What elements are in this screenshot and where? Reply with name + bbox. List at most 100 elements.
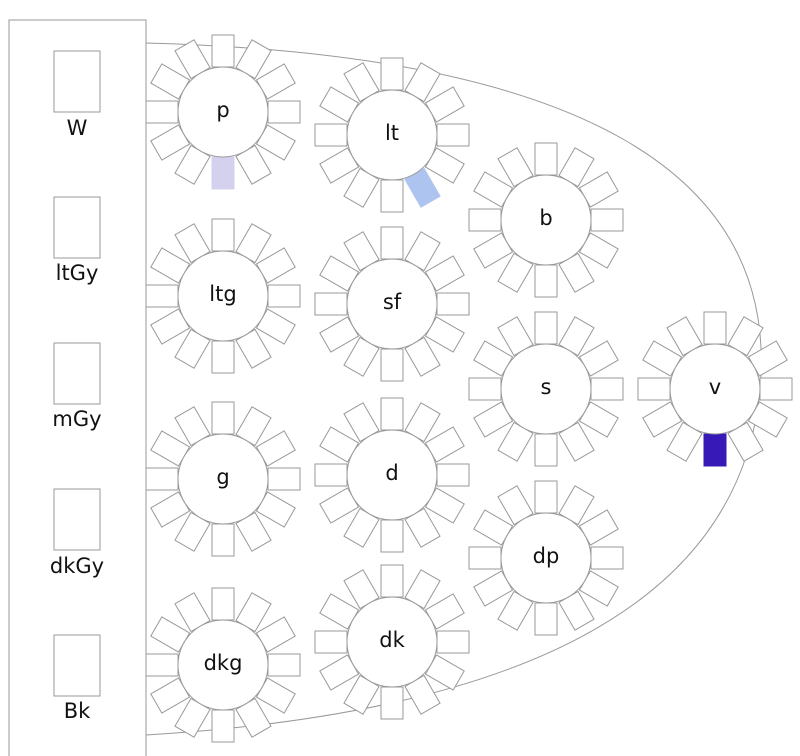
table-label: b xyxy=(539,206,552,230)
seat[interactable] xyxy=(534,264,558,298)
seat[interactable] xyxy=(534,480,558,514)
table-s[interactable]: s xyxy=(468,311,624,467)
seat-highlighted[interactable] xyxy=(703,433,727,467)
seat[interactable] xyxy=(267,653,301,677)
swatch-ltgy-label: ltGy xyxy=(56,261,99,285)
seat[interactable] xyxy=(314,292,348,316)
table-dkg[interactable]: dkg xyxy=(145,587,301,743)
seat[interactable] xyxy=(211,218,235,252)
seat[interactable] xyxy=(314,123,348,147)
table-label: sf xyxy=(383,290,402,314)
table-label: v xyxy=(709,375,721,399)
swatch-mgy-box xyxy=(53,342,101,405)
table-g[interactable]: g xyxy=(145,401,301,557)
swatch-ltgy-box xyxy=(53,196,101,259)
table-label: g xyxy=(216,465,229,489)
seat[interactable] xyxy=(759,377,793,401)
seat[interactable] xyxy=(703,311,727,345)
table-lt[interactable]: lt xyxy=(314,57,470,213)
table-top xyxy=(177,619,269,711)
swatch-ltgy[interactable]: ltGy xyxy=(53,196,101,285)
seat[interactable] xyxy=(534,433,558,467)
seat[interactable] xyxy=(436,630,470,654)
swatch-dkgy-box xyxy=(53,488,101,551)
swatch-w[interactable]: W xyxy=(53,50,101,140)
seat[interactable] xyxy=(436,123,470,147)
seat[interactable] xyxy=(211,523,235,557)
seat[interactable] xyxy=(380,348,404,382)
seat-highlighted[interactable] xyxy=(211,156,235,190)
tables: p lt b ltg sf s v g d dp dkg dk xyxy=(145,34,793,743)
seat[interactable] xyxy=(534,602,558,636)
seat[interactable] xyxy=(314,463,348,487)
seat[interactable] xyxy=(211,340,235,374)
seat[interactable] xyxy=(145,284,179,308)
seat[interactable] xyxy=(468,377,502,401)
table-top xyxy=(177,250,269,342)
swatch-bk-label: Bk xyxy=(64,699,91,723)
table-label: ltg xyxy=(209,282,236,306)
table-label: d xyxy=(385,461,398,485)
seat[interactable] xyxy=(590,546,624,570)
seat[interactable] xyxy=(145,100,179,124)
table-top xyxy=(346,429,438,521)
table-label: dkg xyxy=(204,651,243,675)
swatch-mgy[interactable]: mGy xyxy=(52,342,102,431)
table-label: p xyxy=(216,98,229,122)
table-b[interactable]: b xyxy=(468,142,624,298)
seat[interactable] xyxy=(468,208,502,232)
seat[interactable] xyxy=(211,587,235,621)
table-label: dp xyxy=(533,544,560,568)
table-top xyxy=(177,66,269,158)
seat[interactable] xyxy=(637,377,671,401)
table-p[interactable]: p xyxy=(145,34,301,190)
swatch-w-label: W xyxy=(67,116,88,140)
seat[interactable] xyxy=(211,709,235,743)
table-dk[interactable]: dk xyxy=(314,564,470,720)
seat[interactable] xyxy=(267,284,301,308)
seat[interactable] xyxy=(468,546,502,570)
table-top xyxy=(177,433,269,525)
legend-swatches: W ltGy mGy dkGy Bk xyxy=(50,50,104,723)
table-d[interactable]: d xyxy=(314,397,470,553)
swatch-bk-box xyxy=(53,634,101,697)
seat[interactable] xyxy=(590,377,624,401)
swatch-w-box xyxy=(53,50,101,113)
table-label: dk xyxy=(379,628,405,652)
swatch-dkgy-label: dkGy xyxy=(50,554,104,578)
table-top xyxy=(500,343,592,435)
seat[interactable] xyxy=(211,34,235,68)
table-top xyxy=(500,512,592,604)
seat[interactable] xyxy=(267,100,301,124)
seat[interactable] xyxy=(211,401,235,435)
seat[interactable] xyxy=(380,226,404,260)
seat[interactable] xyxy=(380,397,404,431)
seat[interactable] xyxy=(380,179,404,213)
table-label: s xyxy=(541,375,552,399)
swatch-bk[interactable]: Bk xyxy=(53,634,101,723)
seat[interactable] xyxy=(314,630,348,654)
table-ltg[interactable]: ltg xyxy=(145,218,301,374)
seat[interactable] xyxy=(380,57,404,91)
table-v[interactable]: v xyxy=(637,311,793,467)
seat[interactable] xyxy=(380,564,404,598)
seat[interactable] xyxy=(380,686,404,720)
table-top xyxy=(346,89,438,181)
table-top xyxy=(500,174,592,266)
table-sf[interactable]: sf xyxy=(314,226,470,382)
seat[interactable] xyxy=(145,653,179,677)
seat[interactable] xyxy=(380,519,404,553)
seat[interactable] xyxy=(436,292,470,316)
table-top xyxy=(346,258,438,350)
table-dp[interactable]: dp xyxy=(468,480,624,636)
swatch-dkgy[interactable]: dkGy xyxy=(50,488,104,578)
swatch-mgy-label: mGy xyxy=(52,407,101,431)
seat[interactable] xyxy=(145,467,179,491)
seat[interactable] xyxy=(267,467,301,491)
seat[interactable] xyxy=(436,463,470,487)
seat[interactable] xyxy=(534,311,558,345)
seat[interactable] xyxy=(534,142,558,176)
table-top xyxy=(669,343,761,435)
seat[interactable] xyxy=(590,208,624,232)
